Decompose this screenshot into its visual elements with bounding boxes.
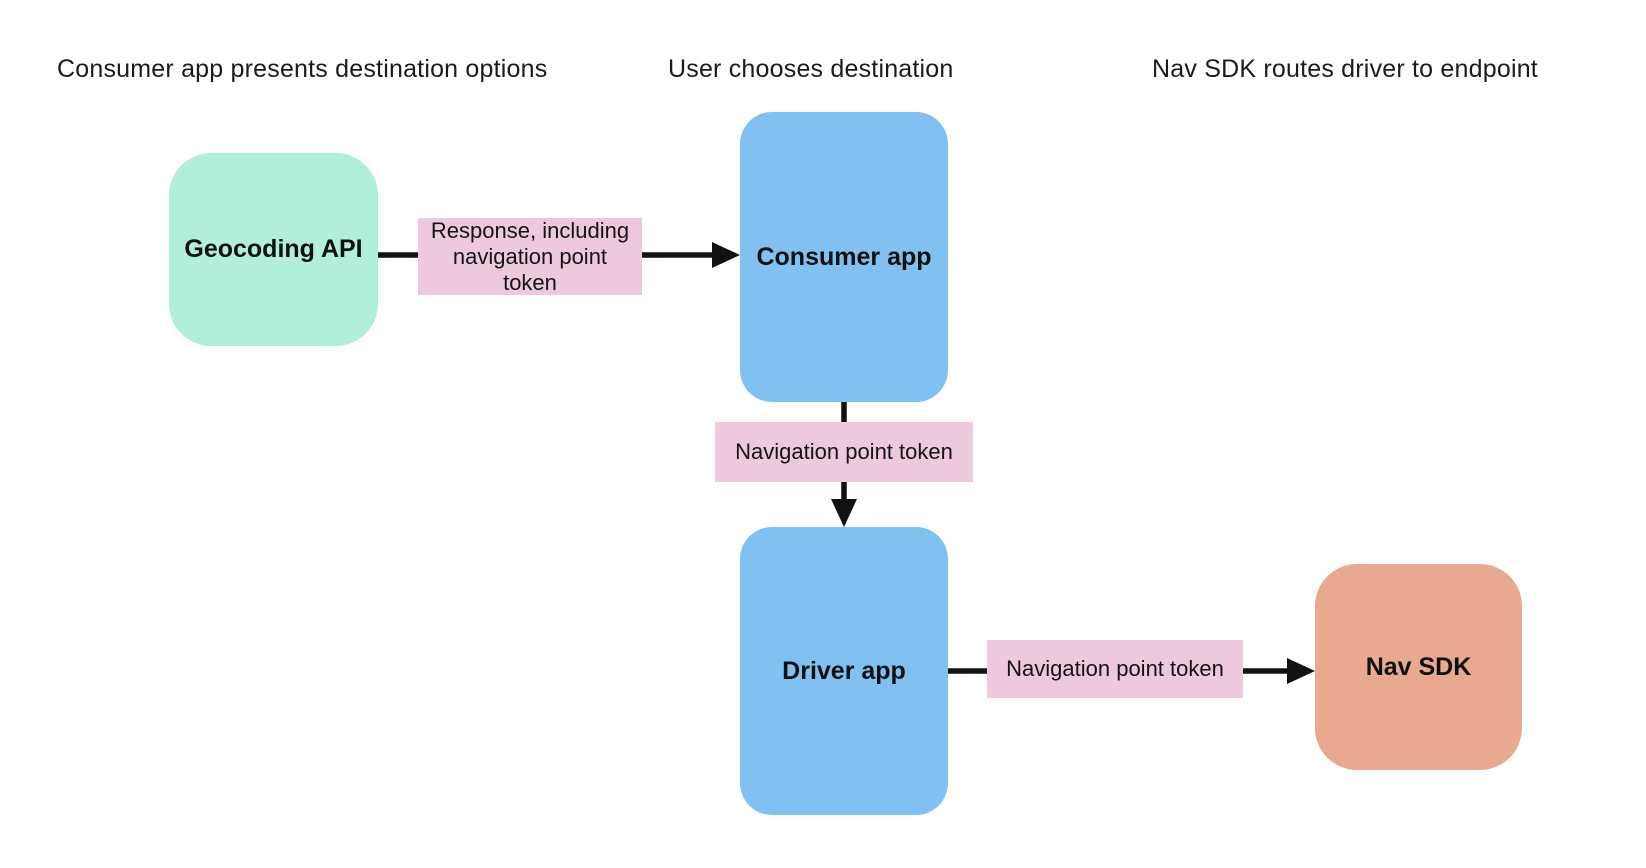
edge-label-response-including-token: Response, including navigation point tok… [418,218,642,295]
step-heading-user-chooses: User chooses destination [668,55,954,83]
node-nav-sdk: Nav SDK [1315,564,1522,770]
step-heading-navsdk-routes: Nav SDK routes driver to endpoint [1152,55,1538,83]
edge-label-navigation-point-token-2: Navigation point token [987,640,1243,698]
node-consumer-app: Consumer app [740,112,948,402]
node-driver-app: Driver app [740,527,948,815]
step-heading-consumer-presents: Consumer app presents destination option… [57,55,548,83]
node-geocoding-api: Geocoding API [169,153,378,346]
edge-label-navigation-point-token-1: Navigation point token [715,422,973,482]
